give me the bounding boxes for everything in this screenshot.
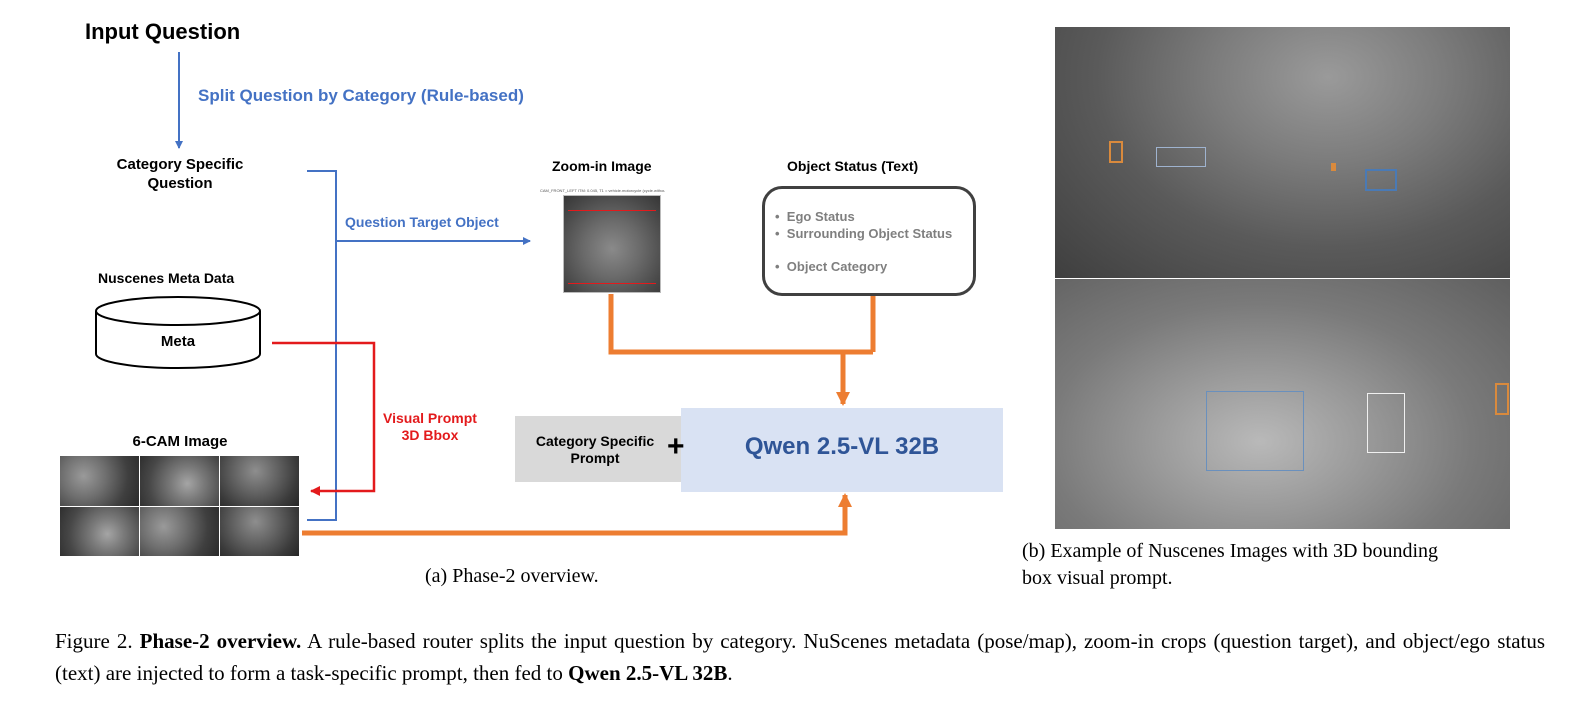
caption-b-line1: (b) Example of Nuscenes Images with 3D b… [1022, 540, 1439, 562]
status-bullet-1: • Ego Status [775, 209, 855, 224]
category-question-line1: Category Specific [116, 156, 244, 173]
category-prompt-box [515, 416, 681, 482]
category-question-label: Category Specific Question [90, 155, 270, 193]
bbox-blue [1365, 169, 1397, 191]
bbox-orange-small [1331, 163, 1336, 171]
figure-text: A rule-based router splits the input que… [55, 629, 1546, 685]
category-prompt-line1: Category Specific [535, 433, 655, 449]
meta-label: Meta [160, 333, 196, 350]
caption-a: (a) Phase-2 overview. [425, 565, 599, 587]
bbox-orange [1109, 141, 1123, 163]
plus-icon: + [667, 430, 685, 463]
caption-b-line2: box visual prompt. [1022, 567, 1173, 589]
scene-image-bottom [1055, 279, 1510, 529]
cam-view [60, 456, 139, 506]
category-bracket [307, 170, 337, 521]
cam-view [60, 506, 139, 556]
status-item-surrounding: Surrounding Object Status [786, 226, 953, 241]
status-item-category: Object Category [786, 259, 888, 274]
figure-caption: Figure 2. Phase-2 overview. A rule-based… [55, 625, 1545, 689]
nuscenes-meta-label: Nuscenes Meta Data [98, 270, 235, 286]
six-cam-image [60, 456, 299, 556]
caption-b: (b) Example of Nuscenes Images with 3D b… [1022, 538, 1562, 592]
object-status-label: Object Status (Text) [787, 158, 919, 174]
category-prompt-label: Category Specific Prompt [515, 433, 675, 467]
status-bullet-2: • Surrounding Object Status [775, 226, 953, 241]
bbox-overlay [568, 210, 656, 284]
zoom-in-image [563, 195, 661, 293]
figure-bold-model: Qwen 2.5-VL 32B [568, 661, 728, 685]
bbox-white-tall [1367, 393, 1405, 453]
input-question-title: Input Question [85, 19, 241, 44]
figure-end: . [727, 661, 733, 685]
status-bullet-3: • Object Category [775, 259, 888, 274]
visual-prompt-arrow [272, 341, 376, 496]
figure-bold-title: Phase-2 overview. [139, 629, 302, 653]
cam-view [220, 506, 299, 556]
visual-prompt-label: Visual Prompt 3D Bbox [370, 410, 490, 444]
zoom-in-label: Zoom-in Image [552, 158, 652, 174]
figure-label: Figure 2. [55, 629, 133, 653]
zoom-to-model-line [608, 294, 873, 355]
cam-to-model-arrow [302, 493, 852, 536]
visual-prompt-line1: Visual Prompt [383, 410, 477, 426]
six-cam-label: 6-CAM Image [132, 433, 228, 450]
cam-view [140, 456, 219, 506]
cam-view [140, 506, 219, 556]
model-label: Qwen 2.5-VL 32B [744, 433, 940, 460]
model-box [681, 408, 1003, 492]
meta-cylinder [95, 296, 261, 369]
split-category-label: Split Question by Category (Rule-based) [198, 86, 524, 105]
bbox-blue-large [1206, 391, 1304, 471]
visual-prompt-line2: 3D Bbox [401, 427, 459, 443]
cam-view [220, 456, 299, 506]
object-status-box: • Ego Status • Surrounding Object Status… [762, 186, 976, 296]
bbox-orange-edge [1495, 383, 1509, 415]
category-question-line2: Question [147, 175, 213, 192]
zoom-in-caption: CAM_FRONT_LEFT ITM: 0.045, T1 = vehicle.… [540, 188, 665, 193]
bbox-white [1156, 147, 1206, 167]
category-prompt-line2: Prompt [570, 450, 620, 466]
question-target-label: Question Target Object [345, 214, 499, 230]
status-item-ego: Ego Status [786, 209, 855, 224]
scene-image-top [1055, 27, 1510, 278]
